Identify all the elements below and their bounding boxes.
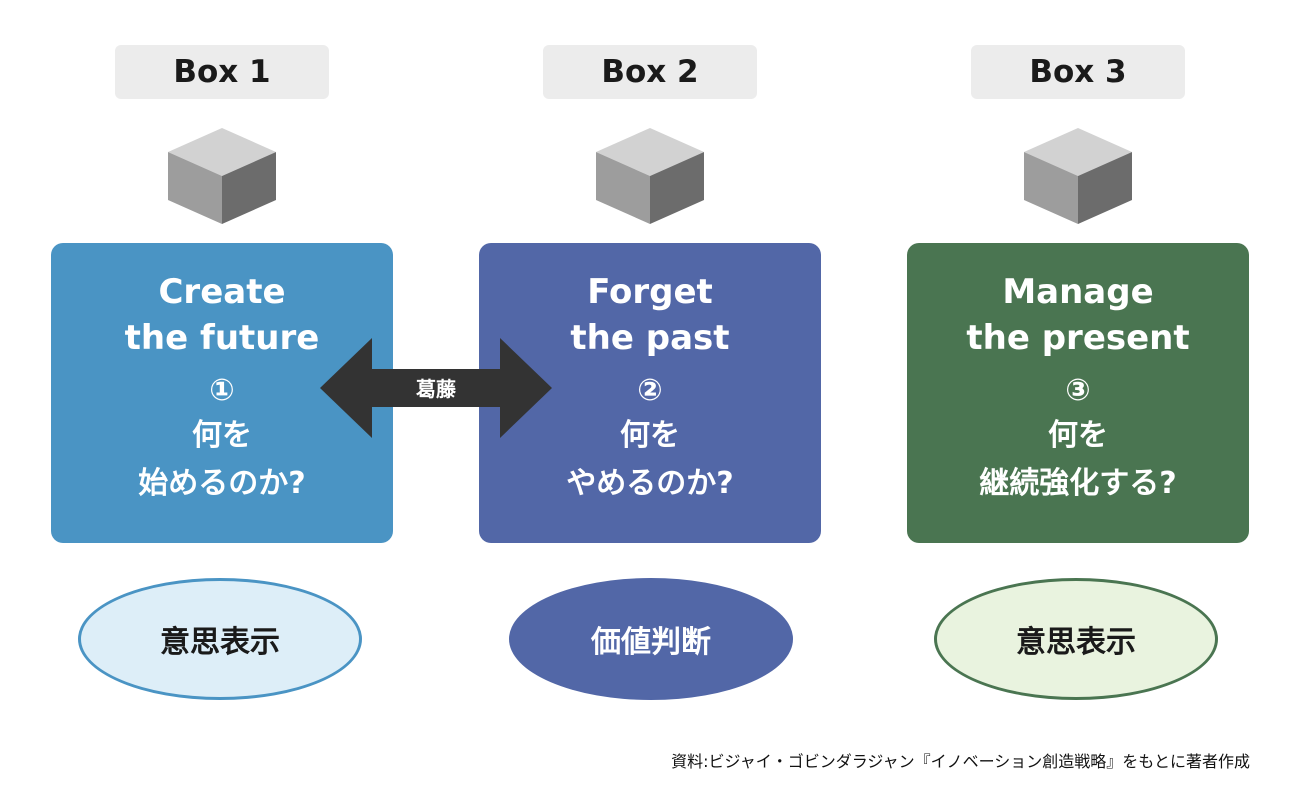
conflict-label: 葛藤 bbox=[416, 376, 456, 401]
ellipse-box-1: 意思表示 bbox=[78, 578, 362, 700]
card-number: ③ bbox=[1065, 373, 1091, 408]
ellipse-box-2: 価値判断 bbox=[509, 578, 793, 700]
card-title-line2: the past bbox=[570, 318, 730, 358]
cube-icon bbox=[168, 128, 276, 224]
source-note: 資料:ビジャイ・ゴビンダラジャン『イノベーション創造戦略』をもとに著者作成 bbox=[671, 752, 1250, 771]
box-3-label: Box 3 bbox=[971, 45, 1185, 99]
card-title-line1: Create bbox=[158, 272, 286, 312]
card-question-line1: 何を bbox=[620, 418, 680, 453]
card-title-line1: Forget bbox=[587, 272, 713, 312]
ellipse-box-3: 意思表示 bbox=[934, 578, 1218, 700]
cube-icon bbox=[596, 128, 704, 224]
column-box-3: Box 3 Manage the present ③ 何を 継続強化する? 意思… bbox=[907, 0, 1249, 800]
card-number: ① bbox=[209, 373, 235, 408]
card-number: ② bbox=[637, 373, 663, 408]
box-1-label: Box 1 bbox=[115, 45, 329, 99]
card-question-line1: 何を bbox=[192, 418, 252, 453]
card-question-line2: 継続強化する? bbox=[979, 466, 1177, 501]
card-question-line2: やめるのか? bbox=[566, 466, 734, 501]
cube-icon bbox=[1024, 128, 1132, 224]
card-title-line2: the future bbox=[124, 318, 320, 358]
card-title-line1: Manage bbox=[1002, 272, 1154, 312]
card-title-line2: the present bbox=[966, 318, 1190, 358]
card-box-3: Manage the present ③ 何を 継続強化する? bbox=[907, 243, 1249, 543]
card-question-line1: 何を bbox=[1048, 418, 1108, 453]
double-arrow-icon bbox=[320, 338, 552, 438]
card-question-line2: 始めるのか? bbox=[138, 466, 306, 501]
box-2-label: Box 2 bbox=[543, 45, 757, 99]
